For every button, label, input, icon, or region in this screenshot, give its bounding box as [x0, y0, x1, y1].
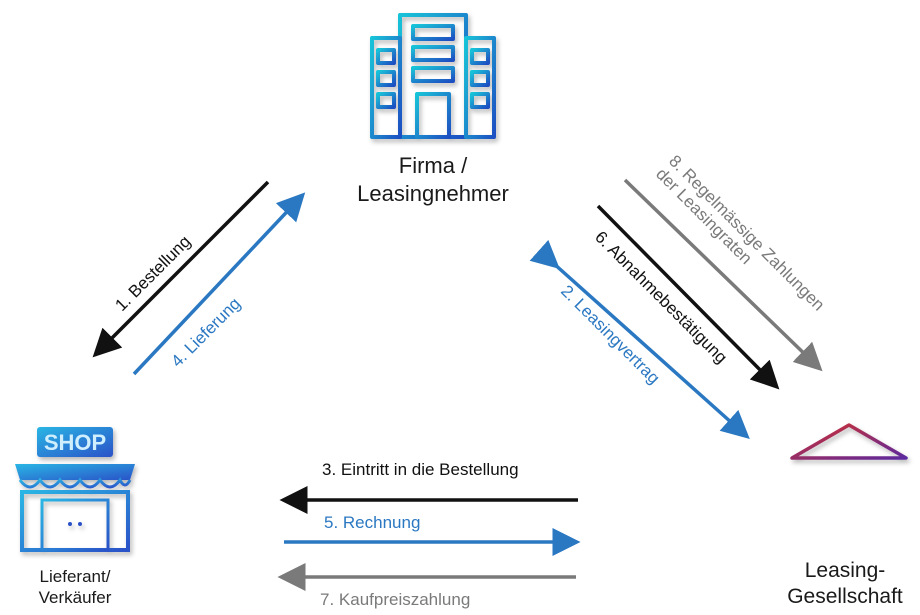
- supplier-label: Lieferant/ Verkäufer: [0, 566, 150, 608]
- label-payments-line1: 8. Regelmässige Zahlungen: [665, 151, 828, 314]
- company-label-line2: Leasingnehmer: [357, 181, 509, 206]
- label-delivery: 4. Lieferung: [167, 294, 244, 371]
- arrow-acceptance: [596, 204, 780, 390]
- bank-building-icon: [782, 423, 916, 548]
- leasing-label: Leasing- Gesellschaft: [772, 558, 918, 610]
- company-label-line1: Firma /: [398, 153, 468, 178]
- label-invoice: 5. Rechnung: [324, 513, 420, 532]
- arrow-order: [92, 180, 270, 358]
- supplier-label-line1: Lieferant/: [39, 567, 111, 586]
- arrow-delivery: [132, 192, 306, 376]
- shop-sign-text: SHOP: [44, 430, 106, 455]
- label-entry: 3. Eintritt in die Bestellung: [322, 460, 519, 479]
- office-building-icon: [366, 13, 500, 139]
- label-order: 1. Bestellung: [111, 232, 194, 315]
- window-dividers: [425, 26, 441, 81]
- shop-icon: SHOP: [14, 427, 136, 556]
- company-label: Firma / Leasingnehmer: [333, 152, 533, 208]
- arrow-payments: [623, 178, 823, 372]
- label-leasing-contract: 2. Leasingvertrag: [557, 281, 663, 387]
- arrow-leasing-contract: [529, 239, 750, 440]
- supplier-label-line2: Verkäufer: [38, 588, 112, 607]
- leasing-label-line2: Gesellschaft: [787, 585, 903, 608]
- label-purchase-payment: 7. Kaufpreiszahlung: [320, 590, 470, 609]
- leasing-label-line1: Leasing-: [804, 559, 886, 582]
